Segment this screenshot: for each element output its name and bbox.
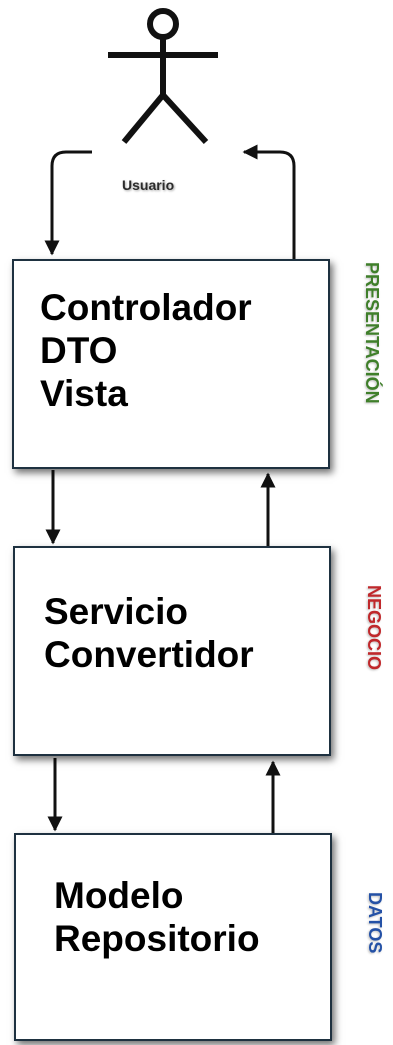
arrow-actor-to-presentation bbox=[44, 150, 92, 256]
business-side-label: NEGOCIO bbox=[364, 585, 384, 671]
business-layer-text: Servicio Convertidor bbox=[44, 590, 254, 676]
data-layer-box bbox=[14, 833, 332, 1041]
presentation-line-3: Vista bbox=[40, 373, 128, 414]
data-side-label: DATOS bbox=[365, 892, 385, 954]
business-line-1: Servicio bbox=[44, 591, 188, 632]
business-layer-box bbox=[13, 546, 331, 756]
presentation-line-2: DTO bbox=[40, 330, 118, 371]
data-line-1: Modelo bbox=[54, 875, 184, 916]
presentation-layer-text: Controlador DTO Vista bbox=[40, 286, 252, 415]
data-layer-text: Modelo Repositorio bbox=[54, 874, 260, 960]
business-line-2: Convertidor bbox=[44, 634, 254, 675]
actor-stick-figure-icon bbox=[108, 8, 218, 145]
data-line-2: Repositorio bbox=[54, 918, 260, 959]
presentation-side-label: PRESENTACIÓN bbox=[362, 262, 382, 404]
arrow-presentation-to-actor bbox=[242, 144, 296, 262]
presentation-line-1: Controlador bbox=[40, 287, 252, 328]
actor-label: Usuario bbox=[122, 177, 175, 193]
presentation-layer-box bbox=[12, 259, 330, 469]
